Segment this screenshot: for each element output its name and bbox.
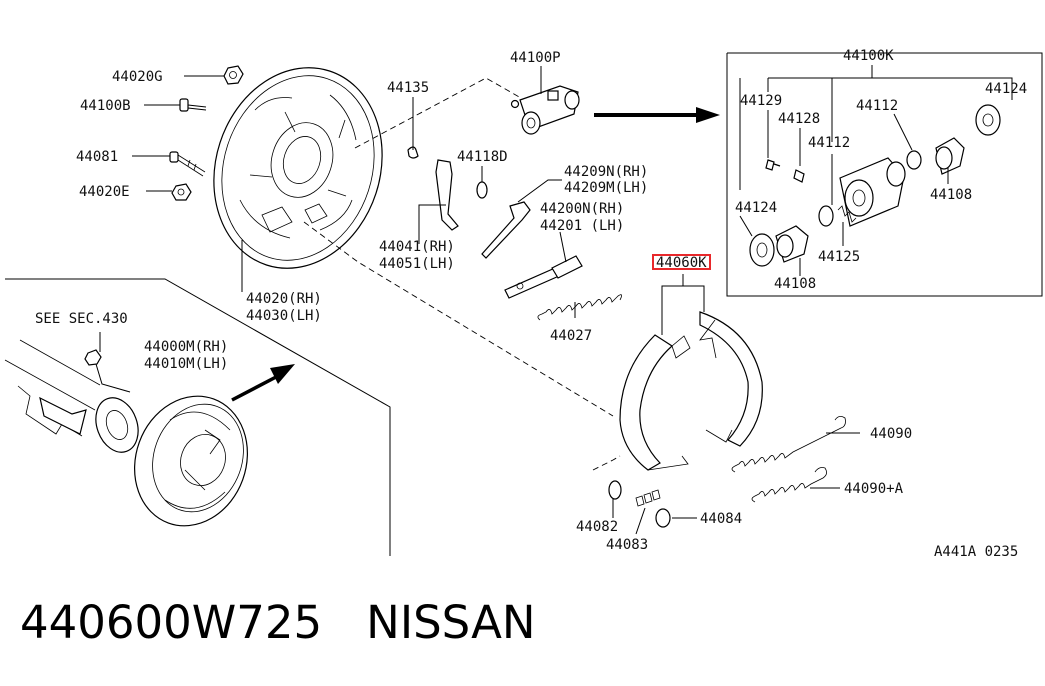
lever-44209n xyxy=(481,201,531,259)
arrow-to-detail xyxy=(594,107,720,123)
label-44027: 44027 xyxy=(550,328,592,344)
cup-44084 xyxy=(655,508,671,528)
label-44135: 44135 xyxy=(387,80,429,96)
label-44209m: 44209M(LH) xyxy=(564,180,648,196)
axle-housing xyxy=(4,339,139,453)
label-44124-b: 44124 xyxy=(735,200,777,216)
label-44082: 44082 xyxy=(576,519,618,535)
label-44112-a: 44112 xyxy=(856,98,898,114)
nut-44020e xyxy=(171,183,192,201)
spring-44090a xyxy=(751,467,827,503)
label-44090: 44090 xyxy=(870,426,912,442)
spring-44027 xyxy=(537,294,622,321)
nut-44020g xyxy=(223,65,244,85)
label-44125: 44125 xyxy=(818,249,860,265)
stud-44081 xyxy=(169,151,206,177)
brake-drum-assembly xyxy=(134,395,248,527)
brand-name: NISSAN xyxy=(366,596,536,649)
label-44124-a: 44124 xyxy=(985,81,1027,97)
label-44084: 44084 xyxy=(700,511,742,527)
label-44030: 44030(LH) xyxy=(246,308,322,324)
label-44100k: 44100K xyxy=(843,48,894,64)
label-44200n: 44200N(RH) xyxy=(540,201,624,217)
clip-44135 xyxy=(407,146,419,159)
label-44100p: 44100P xyxy=(510,50,561,66)
label-44020: 44020(RH) xyxy=(246,291,322,307)
spring-44083 xyxy=(635,489,661,507)
inset-arrow xyxy=(231,364,295,402)
part-number: 440600W725 xyxy=(20,596,323,649)
label-see-sec: SEE SEC.430 xyxy=(35,311,128,327)
brake-shoe-rear xyxy=(699,311,763,447)
label-44100b: 44100B xyxy=(80,98,131,114)
label-44128: 44128 xyxy=(778,111,820,127)
label-44010m: 44010M(LH) xyxy=(144,356,228,372)
label-44090a: 44090+A xyxy=(844,481,904,497)
lever-44041 xyxy=(435,159,459,231)
washer-44082 xyxy=(608,480,622,500)
label-44209n: 44209N(RH) xyxy=(564,164,648,180)
spring-44090 xyxy=(731,416,846,473)
backing-plate xyxy=(213,67,383,269)
label-reference: A441A 0235 xyxy=(934,544,1018,560)
label-44000m: 44000M(RH) xyxy=(144,339,228,355)
label-44041: 44041(RH) xyxy=(379,239,455,255)
label-44129: 44129 xyxy=(740,93,782,109)
label-44083: 44083 xyxy=(606,537,648,553)
label-44201: 44201 (LH) xyxy=(540,218,624,234)
detail-parts xyxy=(749,104,1001,267)
label-44081: 44081 xyxy=(76,149,118,165)
label-44051: 44051(LH) xyxy=(379,256,455,272)
detail-wheel-cylinder xyxy=(839,157,906,227)
washer-44118d xyxy=(476,181,488,199)
label-44060k: 44060K xyxy=(656,255,707,271)
label-44118d: 44118D xyxy=(457,149,508,165)
label-44108-b: 44108 xyxy=(774,276,816,292)
label-44112-b: 44112 xyxy=(808,135,850,151)
inset-frame xyxy=(5,278,391,556)
adjuster-44200n xyxy=(504,255,583,299)
label-44108-a: 44108 xyxy=(930,187,972,203)
footer-caption: 440600W725 NISSAN xyxy=(20,596,536,649)
highlight-box xyxy=(652,254,711,270)
label-44020e: 44020E xyxy=(79,184,130,200)
detail-box-frame xyxy=(726,52,1043,297)
wheel-cylinder-44100p xyxy=(510,85,580,135)
label-44020g: 44020G xyxy=(112,69,163,85)
bolt-44100b xyxy=(179,98,207,112)
brake-shoe-front xyxy=(619,334,691,471)
